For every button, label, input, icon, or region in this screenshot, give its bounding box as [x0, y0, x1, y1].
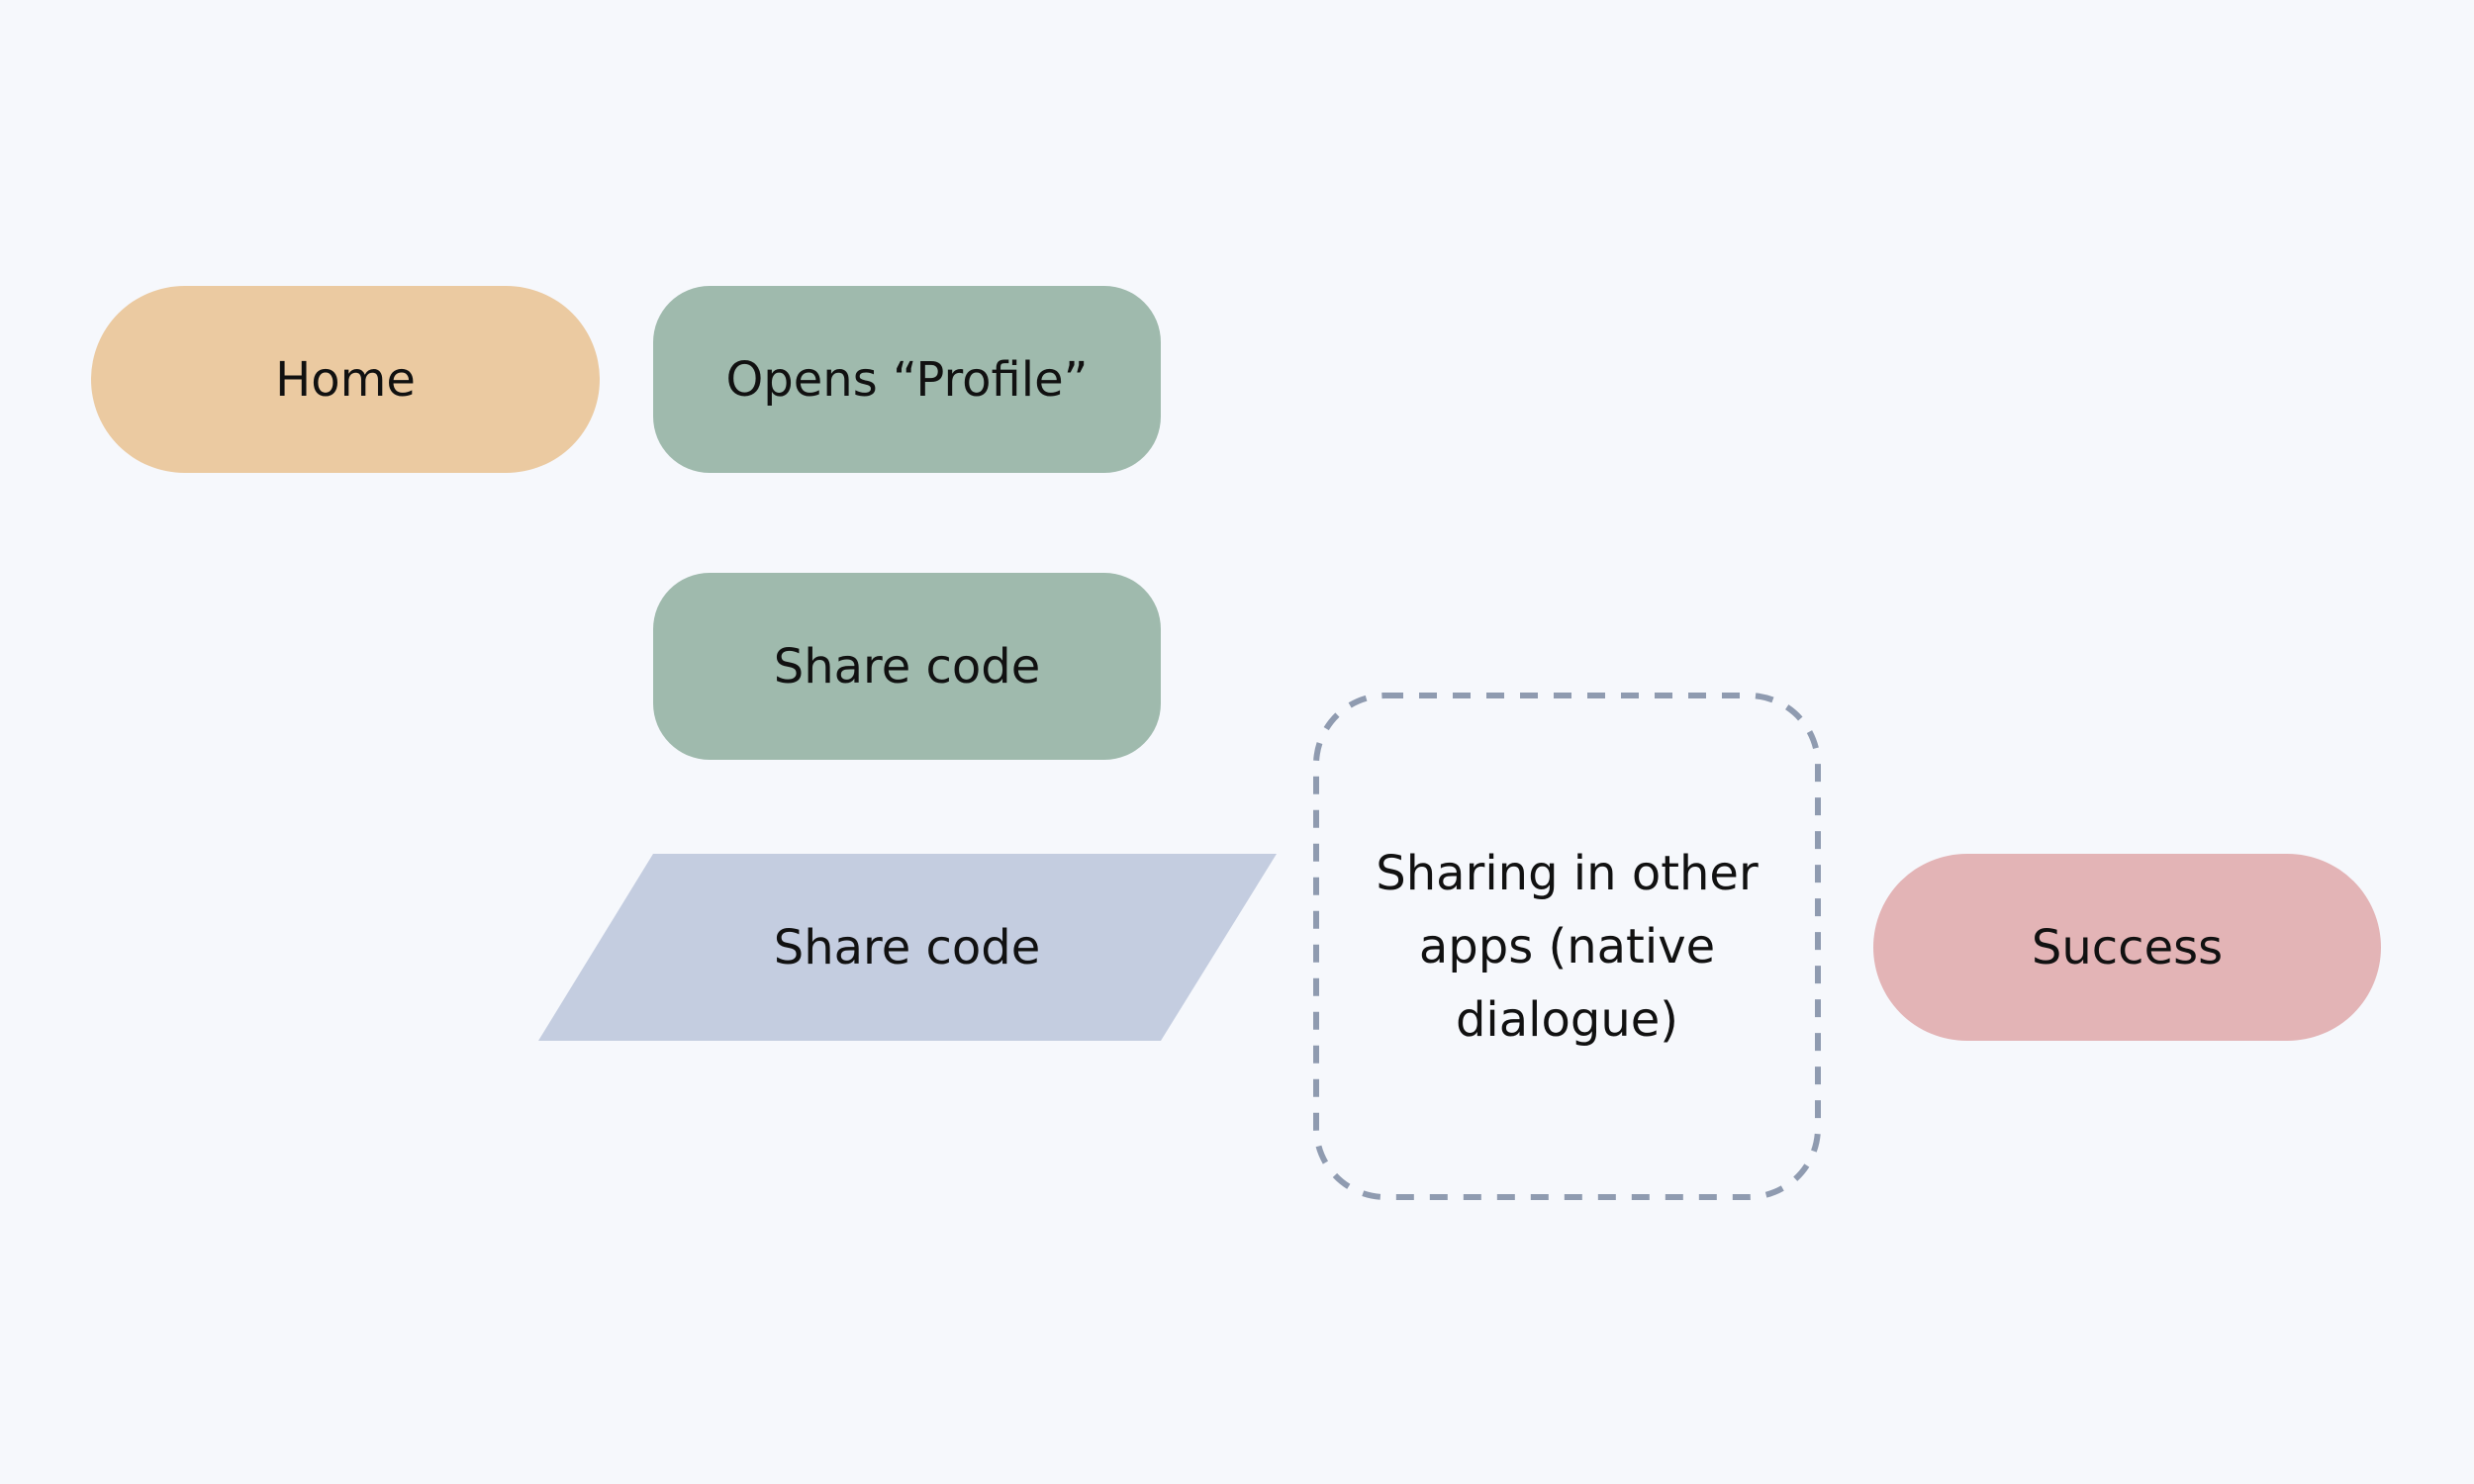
node-label: Opens “Profile”: [725, 351, 1089, 408]
node-label: Share code: [773, 638, 1041, 695]
node-label: Success: [2031, 919, 2224, 975]
node-label: Sharing in other apps (native dialogue): [1376, 845, 1759, 1048]
node-label: Share code: [773, 919, 1041, 975]
node-label: Home: [275, 351, 416, 408]
share-code-parallelogram: [538, 854, 1277, 1041]
share-code-io-node[interactable]: Share code: [653, 854, 1161, 1041]
home-terminal-node[interactable]: Home: [91, 286, 600, 473]
share-code-process-node[interactable]: Share code: [653, 573, 1161, 760]
opens-profile-process-node[interactable]: Opens “Profile”: [653, 286, 1161, 473]
sharing-native-dialogue-node[interactable]: Sharing in other apps (native dialogue): [1316, 696, 1818, 1197]
success-terminal-node[interactable]: Success: [1873, 854, 2381, 1041]
sharing-dashed-border: [1313, 693, 1821, 1200]
